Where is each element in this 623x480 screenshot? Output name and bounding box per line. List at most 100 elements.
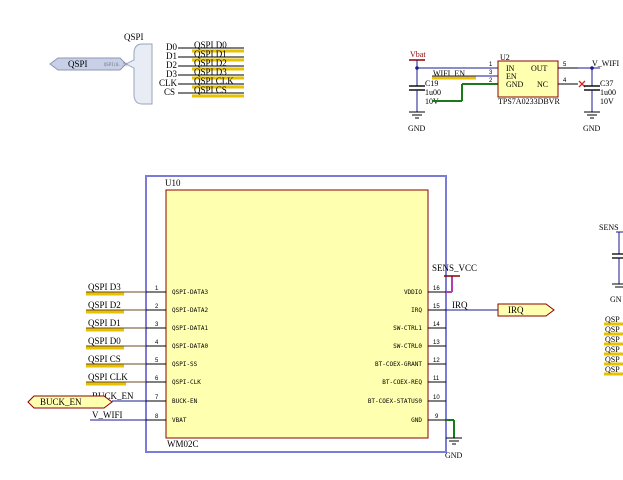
- svg-text:5: 5: [563, 62, 567, 68]
- u10-right-pins: 16 15 14 13 12 11 10 9 VDDIO IRQ SW-CTRL…: [368, 286, 446, 424]
- c37-ref: C37: [600, 79, 613, 88]
- u10-designator: U10: [165, 178, 181, 188]
- gnd-label-right: GND: [583, 124, 601, 133]
- u2-pin-gnd: GND: [506, 80, 524, 89]
- u10-pin-buck-en: BUCK-EN: [172, 398, 198, 405]
- harness-net-clk[interactable]: QSPI CLK: [194, 76, 234, 86]
- harness-body: [124, 43, 153, 105]
- u2-pin-en: EN: [506, 72, 517, 81]
- vbat-power-label[interactable]: Vbat: [410, 50, 426, 59]
- c19-ref: C19: [425, 79, 438, 88]
- irq-port[interactable]: [497, 303, 555, 317]
- u10-pin-qspi-data1: QSPI-DATA1: [172, 325, 209, 332]
- harness-pin-cs: CS: [164, 87, 175, 97]
- wifi-en-net[interactable]: WIFI_EN: [433, 69, 465, 78]
- u2-part: TPS7A0233DBVR: [498, 97, 560, 106]
- svg-text:1: 1: [155, 286, 159, 292]
- u2-pin-out: OUT: [531, 64, 548, 73]
- harness-pin-d1: D1: [166, 51, 177, 61]
- harness-entry-label: QSPI(0..5): [104, 62, 128, 67]
- net-label-buck-en[interactable]: BUCK_EN: [92, 391, 134, 401]
- sens-label-cropped: SENS: [599, 223, 619, 232]
- sens-vcc-net[interactable]: SENS_VCC: [432, 263, 477, 273]
- svg-text:16: 16: [433, 286, 440, 292]
- u10-body[interactable]: [165, 189, 429, 439]
- u10-pin-vddio: VDDIO: [404, 289, 422, 296]
- harness-pin-d3: D3: [166, 69, 177, 79]
- u2-body[interactable]: [497, 60, 559, 98]
- qspi-harness[interactable]: QSPI QSPI QSPI(0..5): [49, 32, 153, 105]
- u10-pin-qspi-data0: QSPI-DATA0: [172, 343, 209, 350]
- svg-text:8: 8: [155, 414, 159, 420]
- buck-en-port-label: BUCK_EN: [40, 397, 82, 407]
- net-label-qspi-d1[interactable]: QSPI D1: [88, 318, 121, 328]
- harness-net-d0[interactable]: QSPI D0: [194, 40, 227, 50]
- net-label-qspi-d3[interactable]: QSPI D3: [88, 282, 121, 292]
- svg-text:14: 14: [433, 322, 440, 328]
- u10-pin-irq: IRQ: [411, 307, 422, 314]
- c19-value: 1u00: [425, 88, 441, 97]
- svg-text:QSP[interactable]: QSP: [605, 365, 620, 374]
- svg-text:QSP[interactable]: QSP: [605, 345, 620, 354]
- harness-pin-clk: CLK: [159, 78, 178, 88]
- gnd-label-cropped: GN: [610, 295, 622, 304]
- svg-text:15: 15: [433, 304, 440, 310]
- svg-text:4: 4: [155, 340, 159, 346]
- svg-text:1: 1: [489, 62, 493, 68]
- u10-selection-outline[interactable]: [145, 175, 447, 453]
- net-label-qspi-cs[interactable]: QSPI CS: [88, 354, 121, 364]
- u10-pin-sw-ctrl0: SW-CTRL0: [393, 343, 422, 350]
- net-label-qspi-d2[interactable]: QSPI D2: [88, 300, 121, 310]
- harness-net-d2[interactable]: QSPI D2: [194, 58, 227, 68]
- net-label-qspi-d0[interactable]: QSPI D0: [88, 336, 121, 346]
- svg-text:2: 2: [489, 78, 493, 84]
- c37-voltage: 10V: [600, 97, 614, 106]
- u10-pin-bt-coex-grant: BT-COEX-GRANT: [375, 361, 422, 368]
- u2-pin-in: IN: [506, 64, 515, 73]
- u10-pin-qspi-clk: QSPI-CLK: [172, 379, 201, 386]
- u10-pin-qspi-data3: QSPI-DATA3: [172, 289, 209, 296]
- irq-net[interactable]: IRQ: [452, 300, 468, 310]
- u2-designator: U2: [500, 53, 510, 62]
- u10-gnd-label: GND: [445, 451, 463, 460]
- u10-left-nets: QSPI D3 QSPI D2 QSPI D1 QSPI D0 QSPI CS …: [27, 282, 146, 421]
- harness-net-d1[interactable]: QSPI D1: [194, 49, 227, 59]
- u10-pin-gnd: GND: [411, 417, 422, 424]
- svg-text:6: 6: [155, 376, 159, 382]
- net-label-qspi-clk[interactable]: QSPI CLK: [88, 372, 128, 382]
- u10-pin-bt-coex-status0: BT-COEX-STATUS0: [368, 398, 423, 405]
- module-u10: U10 WM02C 1 2 3 4 5 6 7 8 QSPI-DATA3 QSP…: [27, 175, 555, 460]
- qspi-bus-port[interactable]: [49, 57, 127, 71]
- svg-text:13: 13: [433, 340, 440, 346]
- cap-c37[interactable]: C37 1u00 10V: [584, 79, 616, 112]
- svg-text:QSP[interactable]: QSP: [605, 335, 620, 344]
- gnd-symbol-c37: GND: [583, 111, 601, 133]
- qspi-port-label: QSPI: [68, 59, 88, 69]
- svg-text:QSP[interactable]: QSP: [605, 325, 620, 334]
- svg-text:11: 11: [433, 376, 440, 382]
- svg-text:2: 2: [155, 304, 159, 310]
- svg-text:5: 5: [155, 358, 159, 364]
- svg-text:QSP[interactable]: QSP: [605, 355, 620, 364]
- svg-text:QSP[interactable]: QSP: [605, 315, 620, 324]
- svg-text:12: 12: [433, 358, 440, 364]
- u10-pin-vbat: VBAT: [172, 417, 187, 424]
- harness-pin-d2: D2: [166, 60, 177, 70]
- u2-pin-nc: NC: [537, 80, 548, 89]
- v-wifi-net-top[interactable]: V_WIFI: [592, 59, 619, 68]
- harness-member-list: D0 D1 D2 D3 CLK CS QSPI D0 QSPI D1 QSPI …: [159, 40, 244, 98]
- c37-value: 1u00: [600, 88, 616, 97]
- irq-port-label: IRQ: [508, 305, 524, 315]
- svg-text:10: 10: [433, 395, 440, 401]
- net-label-v-wifi[interactable]: V_WIFI: [92, 410, 123, 420]
- u10-pin-sw-ctrl1: SW-CTRL1: [393, 325, 422, 332]
- buck-en-port[interactable]: [27, 395, 113, 409]
- harness-title: QSPI: [124, 32, 144, 42]
- gnd-symbol-c19: GND: [408, 111, 426, 133]
- harness-net-cs[interactable]: QSPI CS: [194, 85, 227, 95]
- harness-net-d3[interactable]: QSPI D3: [194, 67, 227, 77]
- regulator-section: Vbat C19 1u00 10V GND WIFI_EN U2 1: [408, 50, 619, 133]
- svg-text:4: 4: [563, 78, 567, 84]
- svg-text:3: 3: [155, 322, 159, 328]
